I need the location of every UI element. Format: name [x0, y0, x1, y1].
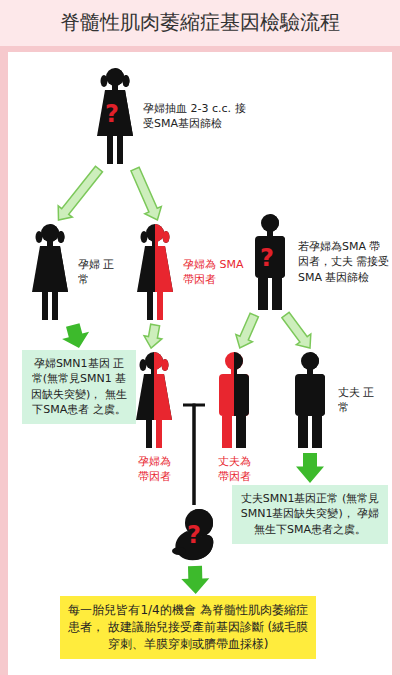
person-label: 若孕婦為SMA 帶因者，丈夫 需接受SMA 基因篩檢: [298, 239, 390, 285]
result-box: 丈夫SMN1基因正常 (無常見SMN1基因缺失突變)， 孕婦無生下SMA患者之虞…: [232, 485, 388, 544]
flow-arrow: [144, 324, 162, 348]
person-silhouette: [30, 222, 70, 322]
person-group: 孕婦 正常: [30, 222, 125, 322]
title: 脊髓性肌肉萎縮症基因檢驗流程: [0, 9, 400, 36]
person-silhouette: [290, 350, 330, 450]
question-mark: ?: [187, 523, 201, 547]
flow-arrow: [131, 167, 161, 220]
person-silhouette: [134, 350, 174, 450]
flow-arrow: [62, 323, 89, 348]
result-box: 孕婦SMN1基因 正常(無常見SMN1 基因缺失突變)， 無生下SMA患者 之虞…: [22, 350, 136, 424]
question-mark: ?: [105, 102, 119, 126]
couple-line: [183, 405, 194, 505]
person-silhouette: [214, 350, 254, 450]
person-label: 丈夫為 帶因者: [214, 454, 254, 485]
flow-arrow: [58, 166, 102, 220]
flow-arrow: [296, 453, 324, 483]
flow-arrow: [282, 312, 311, 348]
box-text: 丈夫SMN1基因正常 (無常見SMN1基因缺失突變)， 孕婦無生下SMA患者之虞…: [239, 491, 381, 537]
person-label: 丈夫 正常: [338, 385, 378, 416]
question-mark: ?: [260, 246, 274, 270]
person-label: 孕婦抽血 2-3 c.c. 接受SMA基因篩檢: [143, 101, 253, 132]
box-text: 每一胎兒皆有1/4的機會 為脊髓性肌肉萎縮症患者， 故建議胎兒接受產前基因診斷 …: [67, 602, 309, 652]
person-label: 孕婦為 SMA帶因者: [183, 257, 247, 288]
box-text: 孕婦SMN1基因 正常(無常見SMN1 基因缺失突變)， 無生下SMA患者 之虞…: [29, 356, 129, 418]
flow-arrow: [181, 566, 209, 594]
person-group: 丈夫為 帶因者: [205, 350, 263, 485]
person-label: 孕婦 正常: [78, 257, 118, 288]
person-group: 孕婦為 帶因者: [125, 350, 183, 485]
person-group: ? 孕婦抽血 2-3 c.c. 接受SMA基因篩檢: [95, 66, 295, 166]
person-group: 孕婦為 SMA帶因者: [135, 222, 247, 322]
person-group: ? 若孕婦為SMA 帶因者，丈夫 需接受SMA 基因篩檢: [250, 212, 392, 312]
couple-line: [194, 405, 205, 505]
person-silhouette: [135, 222, 175, 322]
flow-arrow: [236, 313, 259, 348]
result-box: 每一胎兒皆有1/4的機會 為脊髓性肌肉萎縮症患者， 故建議胎兒接受產前基因診斷 …: [60, 596, 316, 659]
person-group: 丈夫 正常: [290, 350, 390, 450]
person-group: ?: [165, 505, 225, 563]
person-label: 孕婦為 帶因者: [134, 454, 174, 485]
